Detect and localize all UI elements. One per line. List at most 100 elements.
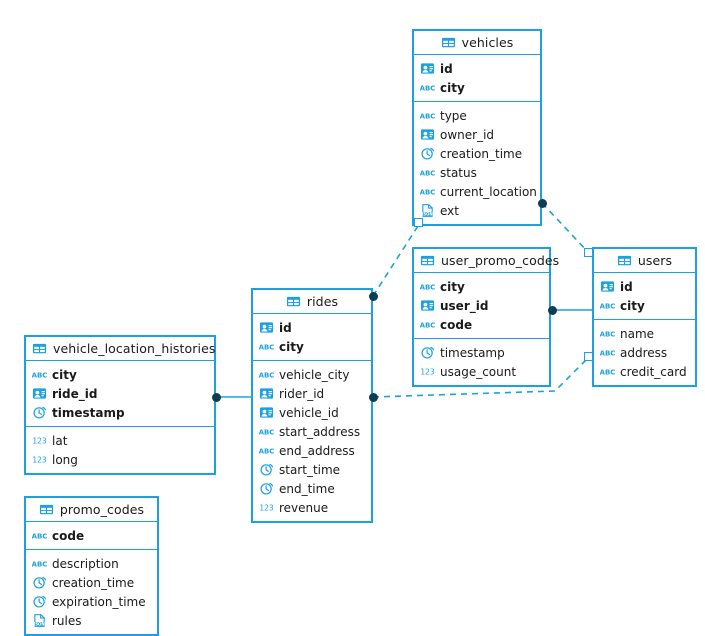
uuid-key-icon — [32, 388, 47, 399]
rel-rides-user-promo-codes-target-square-marker — [414, 218, 423, 227]
field-row[interactable]: creation_time — [414, 144, 540, 163]
field-row[interactable]: ABC address — [594, 343, 695, 362]
svg-text:ABC: ABC — [600, 331, 615, 339]
field-name: city — [279, 339, 304, 354]
123-number-icon: 123 — [420, 368, 435, 377]
svg-text:123: 123 — [259, 504, 274, 513]
field-row[interactable]: user_id — [414, 296, 549, 315]
field-row[interactable]: ABC vehicle_city — [253, 365, 371, 384]
field-row[interactable]: id — [594, 277, 695, 296]
123-number-icon: 123 — [32, 456, 47, 465]
entity-header-user_promo_codes: user_promo_codes — [414, 249, 559, 273]
entity-title: user_promo_codes — [441, 252, 560, 268]
uuid-key-icon — [420, 63, 435, 74]
entity-header-rides: rides — [253, 290, 371, 314]
rel-rides-users-source-dot-marker — [369, 393, 378, 402]
abc-string-icon: ABC — [259, 448, 274, 456]
field-row[interactable]: JSON ext — [414, 201, 540, 220]
field-row[interactable]: id — [414, 59, 540, 78]
field-row[interactable]: vehicle_id — [253, 403, 371, 422]
svg-text:ABC: ABC — [259, 372, 274, 380]
svg-text:ABC: ABC — [420, 113, 435, 121]
svg-text:ABC: ABC — [32, 372, 47, 380]
field-row[interactable]: expiration_time — [26, 592, 157, 611]
field-name: ext — [440, 203, 459, 218]
field-name: start_time — [279, 462, 341, 477]
svg-text:ABC: ABC — [420, 284, 435, 292]
table-icon — [39, 504, 53, 515]
svg-text:ABC: ABC — [600, 350, 615, 358]
field-row[interactable]: timestamp — [414, 343, 549, 362]
field-name: city — [620, 298, 645, 313]
svg-text:ABC: ABC — [420, 85, 435, 93]
abc-string-icon: ABC — [32, 372, 47, 380]
field-row[interactable]: timestamp — [26, 403, 214, 422]
field-row[interactable]: ABC city — [414, 78, 540, 97]
field-name: creation_time — [440, 146, 523, 161]
field-name: rider_id — [279, 386, 325, 401]
field-row[interactable]: rider_id — [253, 384, 371, 403]
uuid-key-icon — [420, 129, 435, 140]
entity-header-promo_codes: promo_codes — [26, 498, 157, 522]
clock-timestamp-icon — [33, 406, 47, 419]
uuid-key-icon — [259, 322, 274, 333]
123-number-icon: 123 — [32, 437, 47, 446]
abc-string-icon: ABC — [259, 344, 274, 352]
field-row[interactable]: ABC type — [414, 106, 540, 125]
abc-string-icon: ABC — [32, 533, 47, 541]
abc-string-icon: ABC — [420, 322, 435, 330]
field-name: type — [440, 108, 467, 123]
svg-text:123: 123 — [32, 456, 47, 465]
entity-title: users — [637, 252, 673, 268]
uuid-key-icon — [259, 407, 274, 418]
field-row[interactable]: end_time — [253, 479, 371, 498]
field-name: address — [620, 345, 668, 360]
field-name: vehicle_city — [279, 367, 350, 382]
field-name: expiration_time — [52, 594, 146, 609]
table-icon — [32, 343, 47, 354]
field-name: city — [440, 80, 465, 95]
field-row[interactable]: ABC city — [253, 337, 371, 356]
field-row[interactable]: ride_id — [26, 384, 214, 403]
clock-timestamp-icon — [421, 346, 435, 359]
json-icon: JSON — [421, 204, 433, 217]
field-name: timestamp — [52, 405, 125, 420]
field-row[interactable]: start_time — [253, 460, 371, 479]
field-row[interactable]: creation_time — [26, 573, 157, 592]
field-name: id — [279, 320, 292, 335]
abc-string-icon: ABC — [259, 429, 274, 437]
field-row[interactable]: id — [253, 318, 371, 337]
uuid-key-icon — [259, 388, 274, 399]
field-name: id — [620, 279, 633, 294]
field-row[interactable]: owner_id — [414, 125, 540, 144]
svg-text:ABC: ABC — [259, 429, 274, 437]
field-name: user_id — [440, 298, 489, 313]
